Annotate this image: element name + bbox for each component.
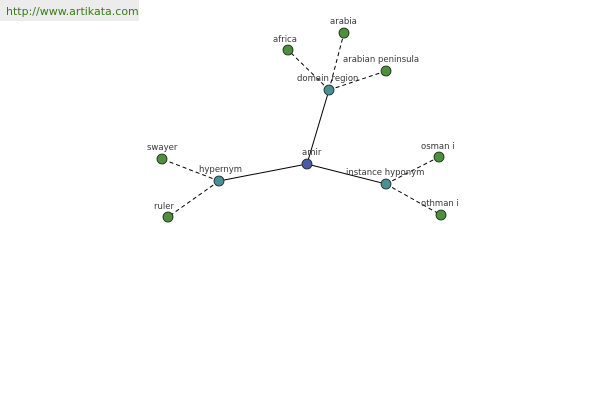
- relation-label-instance-hyponym[interactable]: instance hyponym: [346, 168, 424, 178]
- term-label-arabian-peninsula[interactable]: arabian peninsula: [343, 55, 419, 65]
- term-node-swayer[interactable]: [156, 153, 168, 165]
- relation-label-domain-region[interactable]: domain region: [297, 74, 358, 84]
- term-node-othman-i[interactable]: [435, 209, 447, 221]
- term-label-arabia[interactable]: arabia: [330, 17, 357, 27]
- relation-label-hypernym[interactable]: hypernym: [199, 165, 242, 175]
- term-label-osman-i[interactable]: osman i: [421, 142, 455, 152]
- graph-nodes: [156, 27, 447, 223]
- edge-hypernym-ruler: [167, 180, 220, 218]
- edge-hypernym-swayer: [161, 158, 220, 182]
- center-label-amir[interactable]: amir: [302, 148, 322, 158]
- term-node-ruler[interactable]: [162, 211, 174, 223]
- url-bar: http://www.artikata.com: [0, 0, 139, 21]
- term-label-africa[interactable]: africa: [273, 35, 297, 45]
- edge-amir-hypernym: [218, 163, 308, 182]
- term-node-osman-i[interactable]: [433, 151, 445, 163]
- edge-instance-hyponym-othman-i: [385, 183, 442, 216]
- relation-node-hypernym[interactable]: [213, 175, 225, 187]
- term-label-swayer[interactable]: swayer: [147, 143, 178, 153]
- edge-domain-region-arabian-peninsula: [328, 70, 387, 91]
- term-node-africa[interactable]: [282, 44, 294, 56]
- edge-domain-region-africa: [287, 49, 330, 91]
- term-node-arabian-peninsula[interactable]: [380, 65, 392, 77]
- graph-edges: [161, 32, 442, 218]
- edge-amir-instance-hyponym: [306, 163, 387, 185]
- term-node-arabia[interactable]: [338, 27, 350, 39]
- relation-node-domain-region[interactable]: [323, 84, 335, 96]
- term-label-othman-i[interactable]: othman i: [421, 199, 459, 209]
- center-node-amir[interactable]: [301, 158, 313, 170]
- edge-instance-hyponym-osman-i: [385, 156, 440, 185]
- term-label-ruler[interactable]: ruler: [154, 202, 174, 212]
- edge-amir-domain-region: [306, 89, 330, 165]
- relation-node-instance-hyponym[interactable]: [380, 178, 392, 190]
- edge-domain-region-arabia: [328, 32, 345, 91]
- site-url-link[interactable]: http://www.artikata.com: [6, 5, 139, 18]
- graph-labels: amir domain region hypernym instance hypony…: [147, 17, 459, 212]
